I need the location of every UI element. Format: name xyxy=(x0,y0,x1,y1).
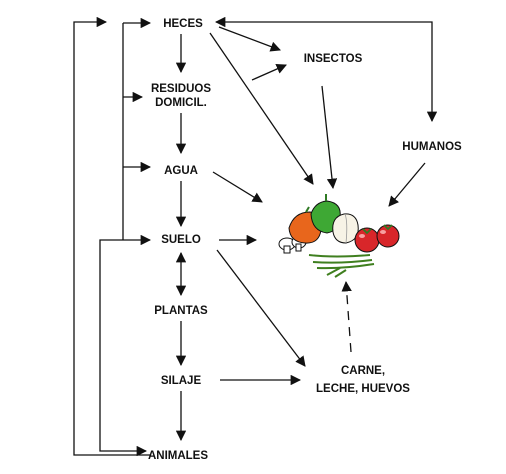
node-silaje: SILAJE xyxy=(161,375,202,387)
arrow-heces-humanos xyxy=(214,16,438,123)
node-productos-line1: CARNE, xyxy=(341,365,385,377)
arrow-agua-to-vegetables xyxy=(212,171,263,203)
loop-suelo-to-animales xyxy=(99,239,148,457)
node-residuos-line2: DOMICIL. xyxy=(155,97,207,109)
arrow-residuos-to-insectos xyxy=(251,64,287,81)
arrow-suelo-to-productos xyxy=(216,249,306,367)
node-humanos: HUMANOS xyxy=(402,141,462,153)
tomato-icon xyxy=(354,227,380,253)
arrow-heces-to-insectos xyxy=(218,26,281,52)
loop-animales-to-heces xyxy=(73,16,150,456)
arrow-insectos-to-vegetables xyxy=(321,85,338,190)
node-plantas: PLANTAS xyxy=(154,305,208,317)
node-productos-line2: LECHE, HUEVOS xyxy=(316,383,410,395)
arrow-heces-to-vegetables xyxy=(209,32,314,185)
node-heces: HECES xyxy=(163,18,203,30)
node-suelo: SUELO xyxy=(161,234,201,246)
node-insectos: INSECTOS xyxy=(304,53,363,65)
arrow-humanos-to-vegetables xyxy=(388,162,426,207)
garlic-icon xyxy=(332,213,359,244)
node-animales: ANIMALES xyxy=(148,450,208,462)
vegetables-icon xyxy=(278,194,400,278)
green-onions-icon xyxy=(308,254,375,278)
node-residuos-line1: RESIDUOS xyxy=(151,83,211,95)
arrow-productos-to-vegetables-dashed xyxy=(341,280,352,353)
node-agua: AGUA xyxy=(164,165,198,177)
